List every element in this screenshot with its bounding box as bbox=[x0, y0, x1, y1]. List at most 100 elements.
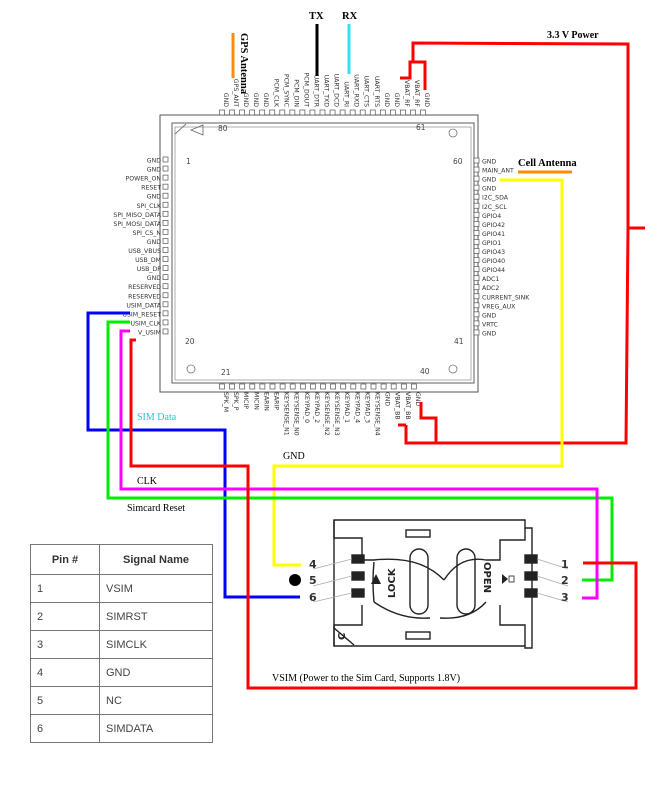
pin-label-right: ADC2 bbox=[482, 285, 499, 292]
lock-arrow-icon bbox=[371, 574, 381, 584]
sim-pin-5-label: 5 bbox=[309, 574, 317, 587]
pin-label-top: UART_CTS bbox=[363, 75, 370, 107]
pin-label-right: GPIO1 bbox=[482, 240, 501, 247]
pin1-marker-icon bbox=[189, 124, 204, 136]
pin-label-bottom: KEYPAD_0 bbox=[303, 392, 310, 423]
mount-hole bbox=[186, 364, 196, 374]
pin-pad bbox=[473, 230, 480, 236]
pin-pad bbox=[473, 221, 480, 227]
pin-pad bbox=[369, 109, 376, 116]
pin-pad bbox=[279, 383, 286, 390]
pin-pad bbox=[473, 329, 480, 336]
pin-label-right: I2C_SDA bbox=[482, 195, 509, 202]
wires bbox=[86, 24, 645, 690]
pin-label-left: GND bbox=[147, 167, 161, 174]
pin-pad bbox=[350, 383, 357, 390]
pin-pad bbox=[162, 174, 169, 181]
sim-pin-2-label: 2 bbox=[561, 574, 569, 587]
column-header-signal: Signal Name bbox=[99, 544, 213, 575]
pin-label-top: PCM_CLK bbox=[272, 79, 279, 108]
pin-pad bbox=[162, 256, 169, 262]
pin-label-left: GND bbox=[147, 194, 161, 201]
pin-label-top: GND bbox=[252, 93, 259, 107]
pin-pad bbox=[289, 383, 296, 390]
corner-pin-21: 21 bbox=[221, 368, 231, 377]
pin-label-right: GPIO43 bbox=[482, 249, 505, 256]
pin-pad bbox=[370, 383, 377, 390]
pin-cell: 5 bbox=[30, 686, 100, 715]
gps-antenna-label: GPS Antenna bbox=[238, 33, 249, 95]
vsim-wire bbox=[129, 338, 638, 690]
pin-pad bbox=[249, 383, 256, 390]
pin-label-right: I2C_SCL bbox=[482, 204, 507, 211]
pin-pad bbox=[279, 109, 286, 116]
pin-pad bbox=[473, 275, 480, 281]
pin-pad bbox=[309, 109, 316, 116]
pin-pad bbox=[249, 109, 255, 116]
mount-hole bbox=[448, 128, 458, 138]
corner-pin-80: 80 bbox=[218, 124, 228, 133]
pin-label-left: RESET bbox=[141, 185, 161, 192]
pin-pad bbox=[360, 383, 367, 390]
pin-pad bbox=[473, 175, 480, 182]
power-33v-wire bbox=[411, 41, 645, 230]
pin-pad bbox=[473, 248, 480, 254]
pin-pad bbox=[473, 320, 480, 327]
mount-hole bbox=[448, 364, 458, 374]
pin-pad bbox=[379, 109, 386, 116]
pin-cell: 3 bbox=[30, 630, 100, 659]
pin-pad bbox=[162, 283, 169, 290]
pin-label-right: GND bbox=[482, 312, 496, 319]
pin-label-left: RESERVED bbox=[128, 293, 161, 300]
contact-pad bbox=[524, 554, 538, 564]
signal-cell: SIMDATA bbox=[99, 714, 213, 743]
pin-label-bottom: KEYPAD_3 bbox=[363, 392, 370, 423]
pin-pad bbox=[289, 109, 296, 116]
pin-pad bbox=[162, 210, 169, 217]
pin-label-right: GPIO41 bbox=[482, 231, 505, 238]
pin-pad bbox=[380, 383, 387, 390]
pin-cell: 4 bbox=[30, 658, 100, 687]
pin-pad bbox=[162, 274, 169, 280]
pin-label-bottom: KEYPAD_4 bbox=[353, 392, 360, 423]
pin-pad bbox=[239, 383, 246, 390]
pin-label-right: GPIO40 bbox=[482, 258, 505, 265]
pin-label-right: VREG_AUX bbox=[482, 303, 516, 310]
pin-label-bottom: GND bbox=[414, 392, 421, 406]
pin-pad bbox=[299, 383, 306, 390]
pin-label-top: GND bbox=[262, 93, 269, 107]
pin-pad bbox=[162, 238, 169, 244]
pin-label-bottom: KEYPAD_1 bbox=[343, 392, 350, 423]
pin-pad bbox=[239, 109, 245, 116]
pin-label-top: PCM_SYNC bbox=[282, 74, 289, 107]
pin-label-left: SPI_CS_N bbox=[132, 230, 161, 237]
pin-label-bottom: MICIP bbox=[242, 392, 249, 409]
pin-label-left: SPI_MOSI_DATA bbox=[113, 221, 161, 228]
pin-label-left: RESERVED bbox=[128, 284, 161, 291]
signal-cell: NC bbox=[99, 686, 213, 715]
pin-pad bbox=[219, 383, 225, 390]
pin-label-right: MAIN_ANT bbox=[482, 168, 514, 175]
pin-pad bbox=[162, 165, 169, 172]
gnd-label: GND bbox=[283, 451, 305, 462]
pin-pad bbox=[339, 109, 346, 116]
contact-pad bbox=[351, 571, 365, 581]
pin-pad bbox=[420, 109, 426, 116]
pin-pad bbox=[411, 383, 417, 390]
open-arrow-icon bbox=[502, 574, 508, 584]
pin-label-bottom: GND bbox=[384, 392, 391, 406]
pin-pad bbox=[340, 383, 347, 390]
pin-pad bbox=[473, 184, 480, 191]
contact-pad bbox=[524, 571, 538, 581]
pin-label-bottom: KEYSENSE_N4 bbox=[374, 392, 381, 436]
cell-antenna-label: Cell Antenna bbox=[518, 158, 577, 169]
sim-pin-6-label: 6 bbox=[309, 591, 317, 604]
pin-label-top: UART_RXD bbox=[353, 74, 360, 107]
pin-pad bbox=[162, 265, 169, 271]
pin-label-left: V_USIM bbox=[138, 329, 161, 336]
